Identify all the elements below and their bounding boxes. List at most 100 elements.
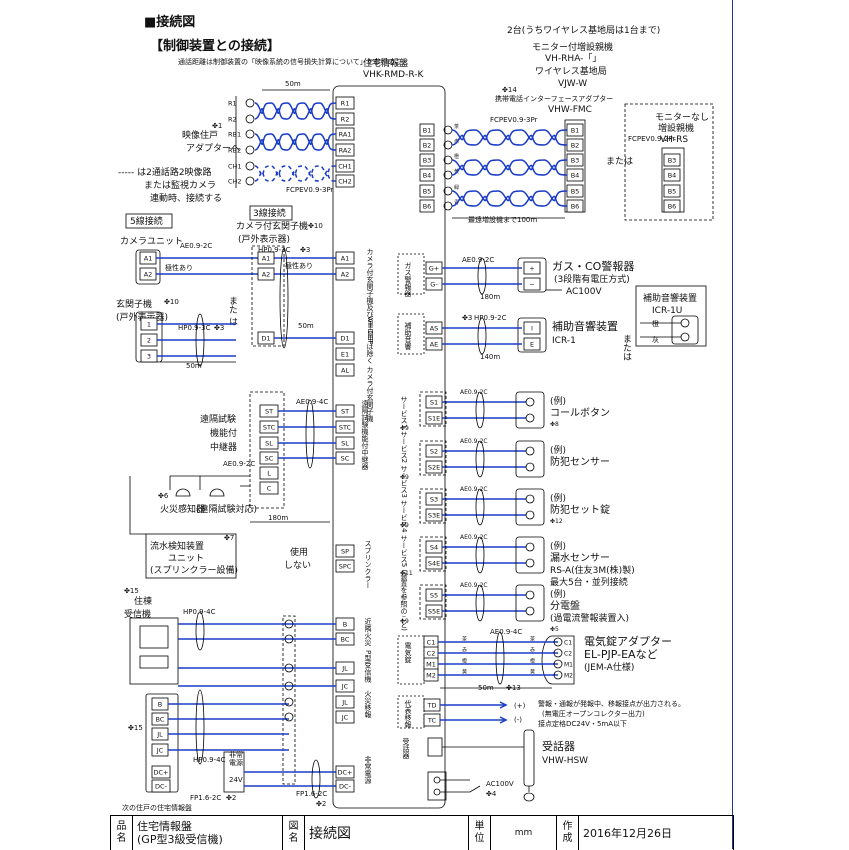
sub-wire-color-0: 茶: [454, 123, 459, 130]
lock-unit-lamp-1: [553, 648, 563, 658]
svg-text:5線接続: 5線接続: [130, 215, 163, 227]
lock-unit-terminal-0: C1: [564, 640, 572, 647]
unit-label: 単位: [469, 816, 491, 850]
nomon-terminal-2: B5: [668, 188, 677, 196]
relay-terminal-3: SC: [265, 455, 274, 463]
board-sprinkler-terminal-0-box: [335, 544, 355, 558]
svg-text:非常: 非常: [229, 750, 243, 759]
board-cam-terminal-1-box: [335, 267, 355, 281]
service-terminal-4-b: S5E: [428, 608, 440, 616]
service-cable-mark-1: [475, 440, 485, 478]
video-terminal-R2: R2: [228, 116, 237, 124]
bld-dc-terminal-1-box: [151, 779, 171, 793]
service-example-2: (例): [550, 492, 566, 504]
board-gas-terminal-0: G+: [429, 265, 439, 273]
relay-section: 遠隔試験 機能付 中継器 AE0.9-4C AE0.9-2C 180m 遠隔試験…: [200, 391, 369, 523]
board-sub-terminal-1: B2: [423, 142, 432, 150]
board-sub-terminal-3-box: [419, 168, 435, 182]
svg-text:(+): (+): [514, 702, 526, 710]
main-unit-board: [332, 85, 446, 809]
svg-text:玄関子機: 玄関子機: [116, 298, 152, 310]
bld-lower-terminal-1: BC: [156, 716, 165, 724]
video-distance: 50m: [285, 80, 301, 88]
service-mark-2: ✤12: [550, 518, 563, 525]
svg-text:VH-RHA-「」: VH-RHA-「」: [545, 53, 601, 64]
svg-text:180m: 180m: [480, 293, 500, 301]
lock-color-b-3: 黄: [530, 669, 535, 676]
three-wire-section: 3線接続 カメラ付玄関子機 ✤10 (戸外表示器) HP0.9-3C ✤3 極性…: [227, 205, 355, 377]
video-terminal-circle-5: [245, 176, 255, 186]
service-cable-0: AE0.9-2C: [460, 389, 488, 396]
gas-cable-mark: [477, 257, 487, 295]
sheet-edge-line: [732, 0, 733, 849]
board-sprinkler-terminal-1: SPC: [339, 563, 352, 571]
board-lock-terminal-1: C2: [427, 650, 436, 658]
video-terminal-CH1: CH1: [228, 163, 242, 171]
service-example-3: (例): [550, 540, 566, 552]
board-dc-terminal-1-box: [335, 779, 355, 793]
service-name-3: 漏水センサー: [550, 552, 610, 564]
entrance-terminal-1: 2: [147, 337, 151, 345]
svg-text:極性あり: 極性あり: [165, 263, 193, 272]
svg-text:HP0.9-4C: HP0.9-4C: [193, 756, 226, 764]
svg-text:次の住戸の住宅情報盤: 次の住戸の住宅情報盤: [122, 803, 192, 812]
svg-text:または: または: [606, 156, 633, 167]
gas-alarm: ガス・CO警報器 (3段階有電圧方式) AC100V AE0.9-2C 180m…: [397, 253, 634, 301]
sub-unit-terminal-2: B3: [571, 157, 580, 165]
aux-unit-terminal-1: E: [530, 341, 534, 349]
svg-text:モニターなし: モニターなし: [655, 112, 709, 123]
building-receiver: ✤15 住棟 受信機 HP0.9-4C HP0.9-4C ✤15 非常 電源 2…: [122, 587, 355, 812]
svg-text:使用: 使用: [290, 546, 308, 558]
service-name-2: 防犯セット錠: [550, 503, 610, 516]
svg-text:VHW-HSW: VHW-HSW: [542, 756, 588, 766]
board-video-terminal-5: CH2: [338, 178, 352, 186]
board-cam-terminal-0: A1: [341, 255, 350, 263]
svg-text:カメラユニット: カメラユニット: [120, 236, 183, 247]
entrance-cam-terminal-0-box: [257, 251, 275, 265]
board-fire-terminal-5-box: [335, 710, 355, 724]
service-example-4: (例): [550, 588, 566, 600]
video-cable-label: FCPEV0.9-3Pr: [286, 186, 334, 194]
video-pair-4-a: [254, 165, 337, 177]
svg-text:AC100V: AC100V: [486, 780, 514, 788]
board-video-terminal-0: R1: [341, 100, 350, 108]
camera-unit-terminal-0: A1: [144, 255, 153, 263]
service-example-0: (例): [550, 395, 566, 407]
svg-text:カメラ付玄関子機及びVH-DEP: カメラ付玄関子機及びVH-DEP: [366, 248, 374, 345]
service-device-lamp-0-a: [525, 397, 535, 407]
svg-text:AE0.9-4C: AE0.9-4C: [490, 628, 522, 636]
relay-terminal-0: ST: [265, 408, 273, 416]
service-cable-2: AE0.9-2C: [460, 486, 488, 493]
svg-text:橙: 橙: [652, 319, 659, 328]
handset: 受話器 VHW-HSW 受話器: [402, 729, 588, 802]
board-dc-terminal-0: DC+: [338, 769, 353, 777]
svg-text:✤10: ✤10: [164, 298, 179, 306]
board-fire-terminal-2: JL: [341, 665, 348, 673]
board-fire-terminal-3: JC: [341, 683, 349, 691]
cam-cable-mark: [279, 247, 289, 349]
svg-text:ワイヤレス基地局: ワイヤレス基地局: [535, 65, 607, 77]
svg-text:2台(うちワイヤレス基地局は1台まで): 2台(うちワイヤレス基地局は1台まで): [507, 24, 660, 36]
svg-text:連動時、接続する: 連動時、接続する: [150, 192, 222, 204]
lock-unit-terminal-1: C2: [564, 651, 572, 658]
service-terminal-3-a: S4: [430, 544, 438, 552]
relay-terminal-4: L: [267, 470, 271, 478]
service-side-mark-4: ✤9: [400, 618, 409, 625]
bld-dc-terminal-0: DC+: [154, 769, 169, 777]
sub-pair-4-b: [451, 195, 568, 207]
board-sub-terminal-2: B3: [423, 157, 432, 165]
gas-unit-terminal-1: −: [529, 281, 534, 289]
svg-text:受信機: 受信機: [124, 608, 151, 620]
nomon-terminal-2-box: [663, 184, 681, 198]
gas-unit-terminal-1-box: [523, 277, 541, 291]
board-video-terminal-2: RA1: [339, 131, 352, 139]
sub-unit-terminal-1: B2: [571, 142, 580, 150]
svg-text:遠隔試験: 遠隔試験: [200, 413, 236, 425]
service-terminal-1-a: S2: [430, 448, 438, 456]
service-example-1: (例): [550, 444, 566, 456]
entrance-section: 玄関子機 ✤10 (戸外表示器) HP0.9-3C ✤3 50m 123: [116, 298, 236, 370]
svg-text:補助音響: 補助音響: [404, 321, 412, 351]
video-adapter-label2: アダプターへ: [186, 142, 240, 154]
service-side-mark-3: ✤11: [400, 570, 413, 577]
product-label: 品名: [111, 816, 133, 850]
